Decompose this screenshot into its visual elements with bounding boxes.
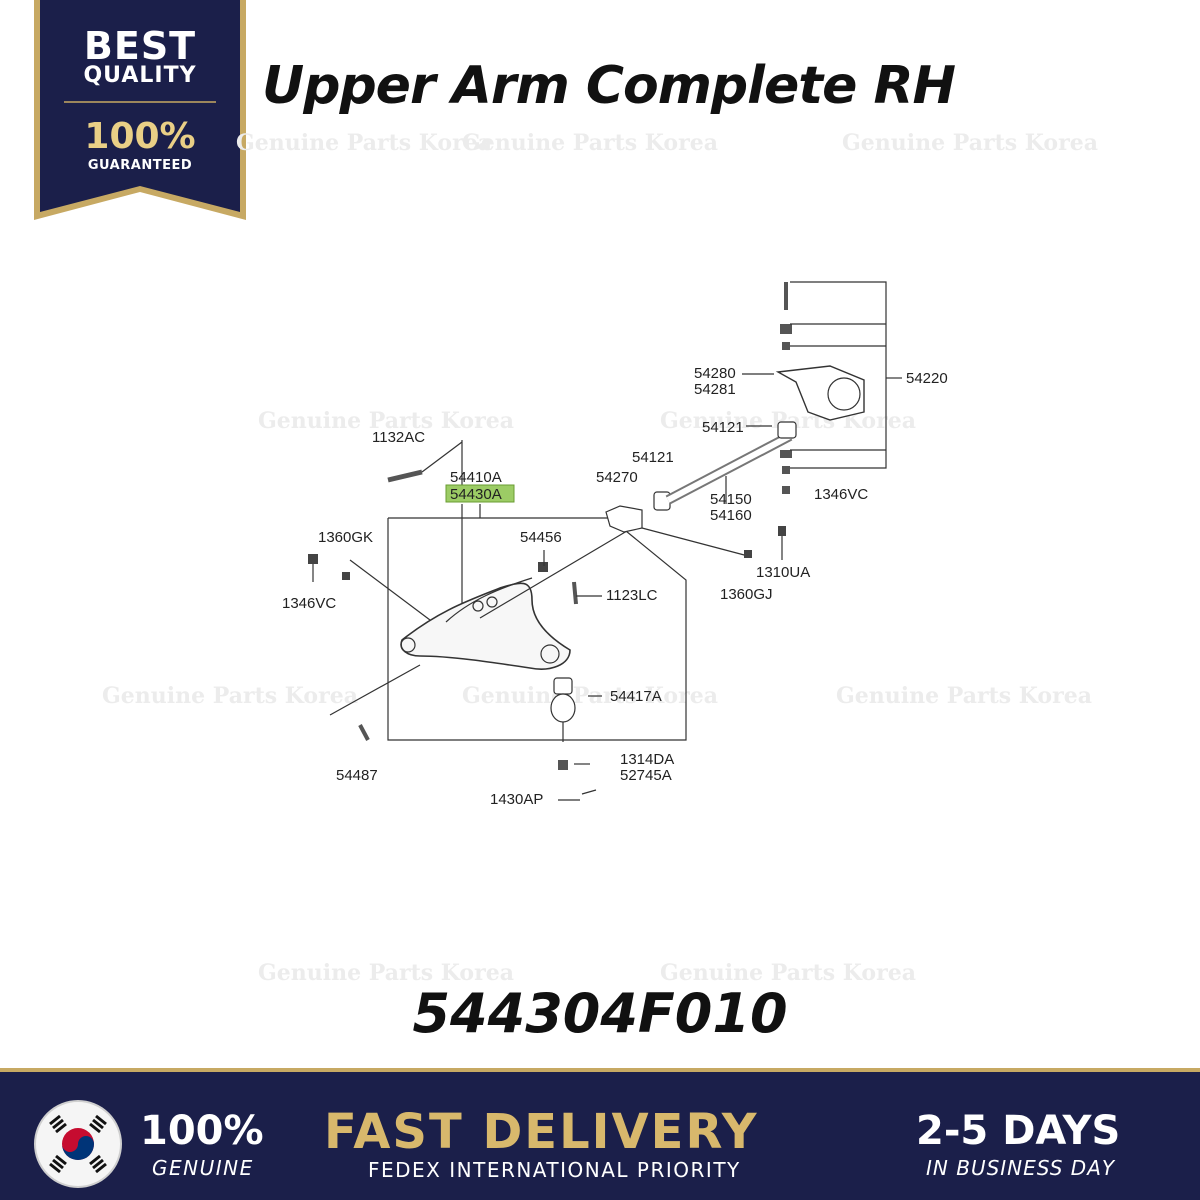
watermark: Genuine Parts Korea [102, 683, 358, 709]
label-54456: 54456 [520, 529, 562, 546]
watermark: Genuine Parts Korea [462, 130, 718, 156]
watermark: Genuine Parts Korea [836, 683, 1092, 709]
watermark: Genuine Parts Korea [236, 130, 492, 156]
label-54487: 54487 [336, 767, 378, 784]
korea-flag-icon [34, 1100, 122, 1188]
group-box [387, 517, 687, 741]
part-number: 544304F010 [412, 982, 788, 1045]
watermark: Genuine Parts Korea [842, 130, 1098, 156]
product-title: Upper Arm Complete RH [262, 56, 956, 116]
badge-best-text: BEST [83, 24, 197, 68]
label-1346VC-left: 1346VC [282, 595, 336, 612]
watermark: Genuine Parts Korea [258, 960, 514, 986]
parts-diagram-drawing: 1132AC 54410A 54430A 54270 54121 54121 5… [282, 281, 948, 808]
footer-divider [0, 1068, 1200, 1072]
label-1310UA: 1310UA [756, 564, 810, 581]
watermark: Genuine Parts Korea [258, 408, 514, 434]
label-54430A: 54430A [450, 486, 502, 503]
label-52745A: 52745A [620, 767, 672, 784]
genuine-percent: 100% [140, 1108, 264, 1154]
badge-quality-text: QUALITY [83, 63, 197, 88]
watermark: Genuine Parts Korea [660, 960, 916, 986]
label-54160: 54160 [710, 507, 752, 524]
label-1123LC: 1123LC [606, 587, 658, 604]
label-54417A: 54417A [610, 688, 662, 705]
genuine-label: GENUINE [152, 1156, 254, 1180]
delivery-days: 2-5 DAYS [916, 1108, 1121, 1154]
badge-guaranteed-text: GUARANTEED [87, 158, 193, 173]
label-54270: 54270 [596, 469, 638, 486]
label-1360GK: 1360GK [318, 529, 373, 546]
badge-ribbon-shape [34, 0, 246, 220]
fast-delivery-title: FAST DELIVERY [324, 1104, 759, 1160]
label-54150: 54150 [710, 491, 752, 508]
label-54281: 54281 [694, 381, 736, 398]
label-1132AC: 1132AC [372, 429, 425, 446]
label-1430AP: 1430AP [490, 791, 543, 808]
label-1360GJ: 1360GJ [720, 586, 773, 603]
label-1346VC-right: 1346VC [814, 486, 868, 503]
label-54410A: 54410A [450, 469, 502, 486]
label-54280: 54280 [694, 365, 736, 382]
upper-arm-shape [400, 582, 571, 670]
footer-banner: 100% GENUINE FAST DELIVERY FEDEX INTERNA… [0, 1068, 1200, 1200]
label-54121-lower: 54121 [632, 449, 674, 466]
label-54220: 54220 [906, 370, 948, 387]
badge-percent-text: 100% [84, 116, 196, 157]
fedex-priority-label: FEDEX INTERNATIONAL PRIORITY [368, 1158, 741, 1182]
label-1314DA: 1314DA [620, 751, 674, 768]
highlight-54430A [445, 484, 515, 503]
business-day-label: IN BUSINESS DAY [926, 1156, 1116, 1180]
parts-diagram: 1132AC 54410A 54430A 54270 54121 54121 5… [270, 270, 970, 830]
label-54121-upper: 54121 [702, 419, 744, 436]
quality-badge: BEST QUALITY 100% GUARANTEED [34, 0, 246, 220]
